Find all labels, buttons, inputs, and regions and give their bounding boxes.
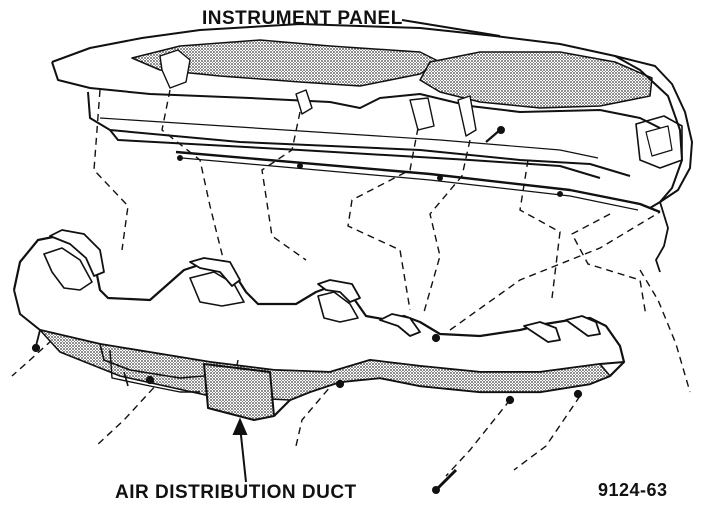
figure-number: 9124-63 (598, 480, 668, 500)
air-distribution-duct (12, 229, 626, 421)
alignment-lines (11, 89, 691, 477)
instrument-panel (51, 23, 693, 273)
instrument-panel-label: INSTRUMENT PANEL (202, 8, 403, 29)
screw (432, 468, 458, 494)
air-distribution-duct-label: AIR DISTRIBUTION DUCT (115, 482, 357, 503)
leader-lines (232, 19, 501, 483)
